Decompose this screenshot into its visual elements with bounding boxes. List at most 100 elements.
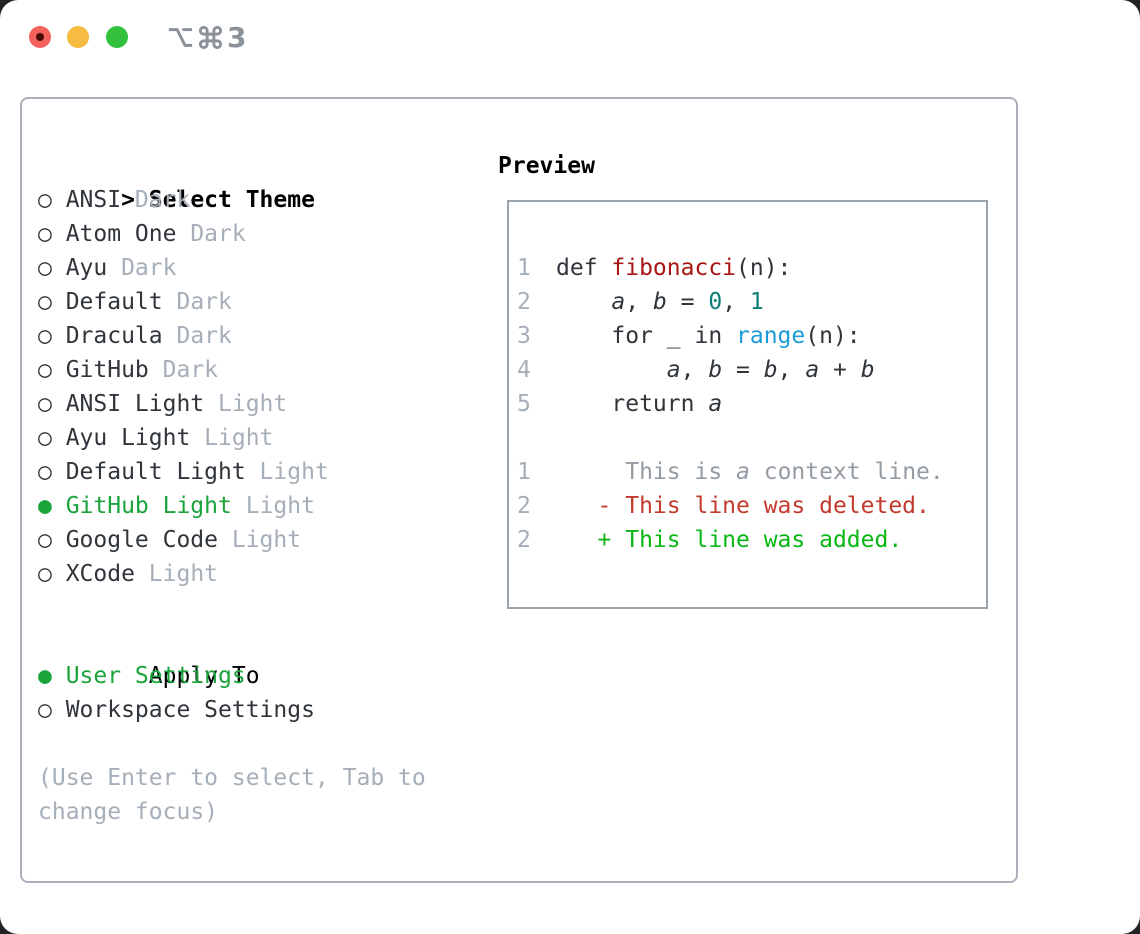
code-segment: ,	[722, 289, 750, 315]
line-number: 4	[517, 357, 531, 383]
theme-variant-tag: Light	[245, 459, 329, 485]
radio-selected-icon: ●	[38, 663, 52, 689]
code-segment: =	[666, 289, 709, 315]
code-segment: return	[556, 391, 709, 417]
line-number: 3	[517, 323, 531, 349]
theme-option-google-code[interactable]: ○Google Code Light	[38, 523, 426, 557]
preview-header: Preview	[498, 153, 595, 179]
theme-variant-tag: Light	[231, 493, 315, 519]
code-segment: context line.	[749, 459, 944, 485]
line-content: for _ in range(n):	[556, 323, 860, 349]
radio-icon: ○	[38, 221, 52, 247]
theme-option-ayu-light[interactable]: ○Ayu Light Light	[38, 421, 426, 455]
code-segment: ,	[625, 289, 653, 315]
line-content: def fibonacci(n):	[556, 255, 791, 281]
theme-variant-tag: Dark	[162, 323, 232, 349]
apply-to-list: ● User Settings ○Workspace Settings	[38, 659, 426, 727]
close-button-dot-icon	[36, 33, 44, 41]
line-number: 2	[517, 527, 531, 553]
theme-option-label: Google Code	[65, 527, 219, 553]
line-content: + This line was added.	[556, 527, 903, 553]
code-segment: for _ in	[556, 323, 737, 349]
help-line: change focus)	[38, 799, 219, 825]
theme-variant-tag: Light	[204, 391, 288, 417]
line-content: a, b = b, a + b	[556, 357, 875, 383]
code-segment: This is	[556, 459, 737, 485]
theme-option-ayu[interactable]: ○Ayu Dark	[38, 251, 426, 285]
code-line: 5 return a	[509, 387, 986, 421]
prompt-caret: >	[121, 187, 135, 213]
code-segment: a	[708, 391, 723, 417]
theme-option-label: XCode	[65, 561, 135, 587]
window-title: 3	[167, 20, 246, 54]
code-line: 4 a, b = b, a + b	[509, 353, 986, 387]
theme-variant-tag: Light	[218, 527, 302, 553]
theme-variant-tag: Light	[190, 425, 274, 451]
radio-icon: ○	[38, 391, 52, 417]
select-theme-header: Select Theme	[148, 187, 315, 213]
theme-option-ansi[interactable]: ○ANSI Dark	[38, 183, 426, 217]
line-content: return a	[556, 391, 722, 417]
theme-option-github[interactable]: ○GitHub Dark	[38, 353, 426, 387]
spacer	[38, 727, 426, 761]
code-segment	[556, 357, 667, 383]
diff-line: 1 This is a context line.	[509, 455, 986, 489]
code-segment: a	[805, 357, 820, 383]
theme-variant-tag: Light	[134, 561, 219, 587]
code-line: 3 for _ in range(n):	[509, 319, 986, 353]
code-segment: b	[708, 357, 723, 383]
spacer	[38, 591, 426, 625]
theme-selector-column: >Select Theme ○ANSI Dark○Atom One Dark○A…	[38, 149, 426, 829]
apply-to-header-row: Apply To	[38, 625, 426, 689]
minimize-button[interactable]	[67, 26, 89, 48]
theme-option-label: Atom One	[65, 221, 177, 247]
theme-option-default[interactable]: ○ Default Dark	[38, 285, 426, 319]
apply-to-option-workspace-settings[interactable]: ○Workspace Settings	[38, 693, 426, 727]
theme-option-default-light[interactable]: ○Default Light Light	[38, 455, 426, 489]
radio-icon: ○	[38, 561, 52, 587]
select-theme-header-row: > Select Theme	[38, 149, 426, 213]
radio-icon: ○	[38, 255, 52, 281]
theme-variant-tag: Dark	[162, 289, 232, 315]
apply-to-header: Apply To	[148, 663, 260, 689]
theme-option-label: GitHub	[65, 357, 149, 383]
theme-option-label: Default Light	[65, 459, 246, 485]
option-key-icon	[167, 24, 194, 51]
close-button[interactable]	[29, 26, 51, 48]
code-segment: def	[556, 255, 612, 281]
apply-to-option-user-settings[interactable]: ● User Settings	[38, 659, 426, 693]
radio-icon: ○	[38, 289, 52, 315]
theme-variant-tag: Dark	[107, 255, 177, 281]
line-content: a, b = 0, 1	[556, 289, 764, 315]
line-number: 5	[517, 391, 531, 417]
theme-picker-panel: >Select Theme ○ANSI Dark○Atom One Dark○A…	[20, 97, 1018, 883]
code-segment: 1	[749, 289, 764, 315]
code-segment: b	[860, 357, 875, 383]
diff-preview: 1 This is a context line.2 - This line w…	[509, 455, 986, 557]
theme-option-label: ANSI	[65, 187, 122, 213]
window-title-number: 3	[227, 20, 247, 54]
diff-line: 2 - This line was deleted.	[509, 489, 986, 523]
theme-option-ansi-light[interactable]: ○ ANSI Light Light	[38, 387, 426, 421]
radio-icon: ○	[38, 187, 52, 213]
code-segment: - This line was deleted.	[556, 493, 930, 519]
theme-option-label: Default	[65, 289, 163, 315]
code-segment: +	[819, 357, 861, 383]
theme-option-atom-one[interactable]: ○Atom One Dark	[38, 217, 426, 251]
code-segment: =	[722, 357, 764, 383]
theme-list: ○ANSI Dark○Atom One Dark○Ayu Dark○Defaul…	[38, 183, 426, 591]
code-segment: 0	[708, 289, 723, 315]
theme-option-xcode[interactable]: ○ XCode Light	[38, 557, 426, 591]
theme-option-label: ANSI Light	[65, 391, 205, 417]
apply-to-option-label: User Settings	[65, 663, 246, 689]
radio-icon: ○	[38, 357, 52, 383]
spacer	[509, 421, 986, 455]
radio-selected-icon: ●	[38, 493, 52, 519]
theme-option-github-light[interactable]: ●GitHub Light Light	[38, 489, 426, 523]
zoom-button[interactable]	[106, 26, 128, 48]
theme-option-dracula[interactable]: ○Dracula Dark	[38, 319, 426, 353]
code-line: 2 a, b = 0, 1	[509, 285, 986, 319]
